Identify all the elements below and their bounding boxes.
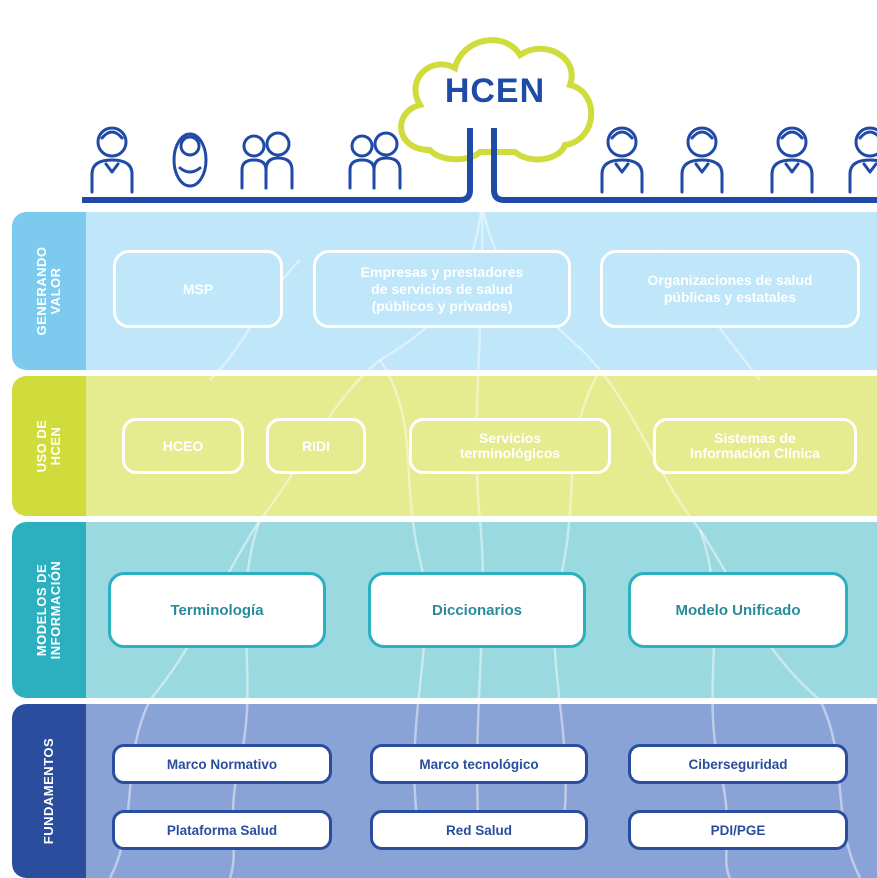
box-diccionarios: Diccionarios xyxy=(368,572,586,648)
woman-elder-icon xyxy=(680,126,724,194)
layer-side: USO DE HCEN xyxy=(12,376,86,516)
box-marco-tecnologico: Marco tecnológico xyxy=(370,744,588,784)
box-hceo: HCEO xyxy=(122,418,244,474)
tree-graphic xyxy=(82,37,877,203)
box-sistemas-informacion-clinica: Sistemas de Información Clínica xyxy=(653,418,857,474)
couple-icon xyxy=(348,131,402,190)
box-plataforma-salud: Plataforma Salud xyxy=(112,810,332,850)
layer-fundamentos: FUNDAMENTOS xyxy=(12,704,877,878)
layer-side: FUNDAMENTOS xyxy=(12,704,86,878)
box-msp: MSP xyxy=(113,250,283,328)
layer-label: FUNDAMENTOS xyxy=(41,737,56,845)
layer-side: MODELOS DE INFORMACIÓN xyxy=(12,522,86,698)
layer-side: GENERANDO VALOR xyxy=(12,212,86,370)
box-servicios-terminologicos: Servicios terminológicos xyxy=(409,418,611,474)
box-organizaciones-salud: Organizaciones de salud públicas y estat… xyxy=(600,250,860,328)
man-icon xyxy=(600,126,644,194)
layer-label: MODELOS DE INFORMACIÓN xyxy=(34,560,63,660)
box-empresas-prestadores: Empresas y prestadores de servicios de s… xyxy=(313,250,571,328)
layer-body xyxy=(86,704,877,878)
box-ciberseguridad: Ciberseguridad xyxy=(628,744,848,784)
cloud-crown xyxy=(398,37,595,163)
tree-trunk xyxy=(491,128,877,203)
cloud-title: HCEN xyxy=(444,72,546,110)
box-terminologia: Terminología xyxy=(108,572,326,648)
box-pdi-pge: PDI/PGE xyxy=(628,810,848,850)
layer-label: USO DE HCEN xyxy=(34,419,63,473)
box-ridi: RIDI xyxy=(266,418,366,474)
box-marco-normativo: Marco Normativo xyxy=(112,744,332,784)
children-icon xyxy=(240,131,294,190)
woman-icon xyxy=(90,126,134,194)
box-modelo-unificado: Modelo Unificado xyxy=(628,572,848,648)
elderly-woman-icon xyxy=(848,126,877,194)
box-red-salud: Red Salud xyxy=(370,810,588,850)
tree-trunk xyxy=(82,128,473,203)
elderly-man-icon xyxy=(770,126,814,194)
layer-label: GENERANDO VALOR xyxy=(34,246,63,336)
baby-icon xyxy=(172,132,208,188)
